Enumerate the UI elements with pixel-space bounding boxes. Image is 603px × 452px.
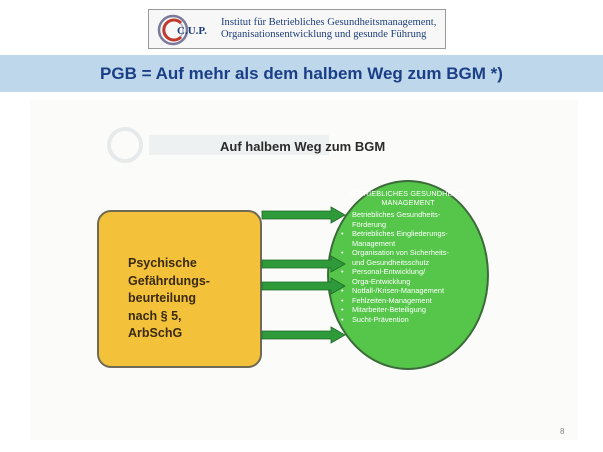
bullet-icon: •	[341, 267, 344, 276]
source-box-label: Psychische Gefährdungs- beurteilung nach…	[128, 256, 210, 340]
institute-logo: C.U.P. Institut für Betriebliches Gesund…	[148, 9, 446, 49]
target-list-item-label: Mitarbeiter-Beteiligung	[352, 305, 426, 314]
arrow-icon	[261, 255, 346, 273]
bullet-icon: •	[341, 248, 344, 257]
watermark-logo-icon	[107, 127, 329, 163]
target-list-item-label: Personal-Entwicklung/ Orga-Entwicklung	[352, 267, 426, 286]
bullet-icon: •	[341, 295, 344, 305]
target-list-item: • Organisation von Sicherheits- und Gesun…	[339, 248, 449, 267]
page-number: 8	[560, 427, 565, 436]
source-box	[97, 210, 262, 368]
arrow-icon	[261, 206, 346, 224]
target-list-item: • Mitarbeiter-Beteiligung	[339, 305, 449, 315]
target-list-item-label: Betriebliches Eingliederungs- Management	[352, 229, 448, 248]
target-list-item: • Fehlzeiten-Management	[339, 296, 449, 306]
target-list: • Betriebliches Gesundheits- Förderung • Be…	[339, 210, 449, 324]
target-list-item-label: Betriebliches Gesundheits- Förderung	[352, 210, 441, 229]
title-band	[0, 55, 603, 92]
bullet-icon: •	[341, 286, 344, 295]
institute-line-1: Institut für Betriebliches Gesundheitsma…	[221, 17, 437, 28]
target-list-item: • Notfall-/Krisen-Management	[339, 286, 449, 296]
target-list-item-label: Notfall-/Krisen-Management	[352, 286, 445, 295]
bullet-icon: •	[341, 229, 344, 238]
target-list-item-label: Fehlzeiten-Management	[352, 295, 432, 305]
logo-label: C.U.P.	[177, 25, 207, 37]
target-circle	[327, 180, 489, 370]
target-list-item-label: Organisation von Sicherheits- und Gesund…	[352, 248, 449, 267]
institute-line-2: Organisationsentwicklung und gesunde Füh…	[221, 29, 427, 40]
diagram-title: Auf halbem Weg zum BGM	[220, 139, 386, 154]
bullet-icon: •	[341, 305, 344, 314]
target-list-item: • Betriebliches Eingliederungs- Managemen…	[339, 229, 449, 248]
arrow-icon	[261, 326, 346, 344]
bullet-icon: •	[341, 314, 344, 324]
cup-logo-icon: C.U.P.	[157, 14, 207, 46]
institute-name: Institut für Betriebliches Gesundheitsma…	[221, 17, 436, 41]
slide-title: PGB = Auf mehr als dem halbem Weg zum BG…	[100, 64, 503, 83]
target-list-item: • Sucht-Prävention	[339, 315, 449, 325]
target-list-item: • Personal-Entwicklung/ Orga-Entwicklung	[339, 267, 449, 286]
arrow-icon	[261, 277, 346, 295]
target-list-item-label: Sucht-Prävention	[352, 314, 409, 324]
target-heading: BETRIEBLICHES GESUNDHEITS- MANAGEMENT	[349, 189, 467, 207]
